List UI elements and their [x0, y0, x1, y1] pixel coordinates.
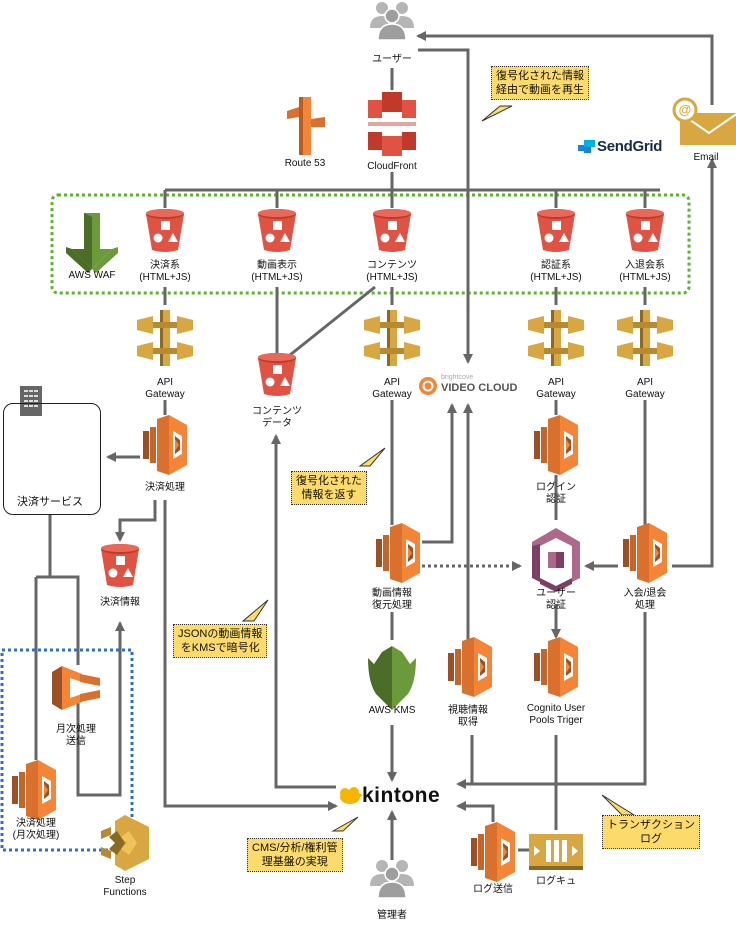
- label-lambda-video-restore: 動画情報 復元処理: [372, 588, 412, 611]
- brightcove-icon: [419, 377, 437, 395]
- api-gateway-icon-1: [137, 310, 193, 366]
- label-s3-content-data: コンテンツ データ: [252, 406, 302, 429]
- label-lambda-member: 入会/退会 処理: [623, 588, 667, 611]
- s3-bucket-icon-auth: [537, 209, 575, 252]
- note-json-kms: JSONの動画情報 をKMSで暗号化: [173, 624, 268, 658]
- step-functions-icon: [101, 815, 149, 871]
- connectors: [34, 31, 717, 860]
- s3-bucket-icon-content: [373, 209, 411, 252]
- sendgrid-icon: [578, 140, 595, 153]
- api-gateway-icon-2: [364, 310, 420, 366]
- label-s3-payment-info: 決済情報: [100, 597, 140, 608]
- s3-bucket-icon-member: [626, 209, 664, 252]
- label-cloudfront: CloudFront: [367, 161, 417, 172]
- label-route53: Route 53: [284, 158, 326, 169]
- route53-icon: [287, 97, 325, 155]
- payment-service-box: [3, 403, 101, 515]
- label-apigw-2: API Gateway: [372, 377, 412, 400]
- label-ecs-monthly: 月次処理 送信: [56, 724, 96, 747]
- sendgrid-logo: SendGrid: [597, 138, 663, 155]
- api-gateway-icon-4: [617, 310, 673, 366]
- note-playback: 復号化された情報 経由で動画を再生: [491, 66, 589, 100]
- lambda-icon-view: [448, 637, 492, 697]
- lambda-icon-log: [471, 822, 515, 882]
- label-s3-payment: 決済系 (HTML+JS): [139, 260, 191, 283]
- svg-text:@: @: [679, 102, 692, 117]
- building-icon: [20, 386, 42, 416]
- label-email: Email: [693, 152, 719, 163]
- ecs-icon: [52, 666, 100, 710]
- step-functions-group-border: [0, 648, 134, 852]
- note-decrypted: 復号化された 情報を返す: [291, 471, 367, 505]
- label-kms: AWS KMS: [368, 705, 416, 716]
- s3-bucket-icon-content-data: [258, 353, 296, 396]
- lambda-icon-login: [534, 415, 578, 475]
- label-sqs-log: ログキュ: [536, 876, 576, 887]
- label-s3-content: コンテンツ (HTML+JS): [366, 260, 418, 283]
- label-admin: 管理者: [377, 910, 407, 921]
- cognito-icon: [532, 528, 580, 592]
- label-cognito: ユーザー 認証: [536, 588, 576, 611]
- label-lambda-log: ログ送信: [473, 884, 513, 895]
- label-lambda-view: 視聴情報 取得: [448, 705, 488, 728]
- label-video-cloud: VIDEO CLOUD: [441, 382, 518, 394]
- kintone-cloud-icon: [340, 787, 363, 804]
- waf-icon: [66, 213, 118, 273]
- label-apigw-4: API Gateway: [625, 377, 665, 400]
- label-payment-service: 決済サービス: [17, 496, 83, 508]
- admin-users-icon: [369, 859, 415, 899]
- label-user: ユーザー: [372, 54, 412, 65]
- label-waf: AWS WAF: [68, 270, 116, 281]
- lambda-icon-payment: [143, 415, 187, 475]
- label-brightcove: brightcove: [441, 374, 474, 381]
- api-gateway-icon-3: [528, 310, 584, 366]
- note-pointers: [241, 105, 636, 832]
- label-step-functions: Step Functions: [103, 875, 147, 898]
- label-cognito-trigger: Cognito User Pools Triger: [526, 703, 586, 726]
- lambda-icon-monthly: [12, 760, 56, 820]
- note-cms: CMS/分析/権利管 理基盤の実現: [247, 838, 343, 872]
- kms-icon: [368, 646, 416, 710]
- label-apigw-3: API Gateway: [536, 377, 576, 400]
- label-lambda-monthly: 決済処理 (月次処理): [12, 818, 60, 841]
- lambda-icon-video-restore: [376, 523, 420, 583]
- cloudfront-icon: [368, 92, 416, 156]
- note-transaction: トランザクション ログ: [602, 815, 700, 849]
- label-s3-video: 動画表示 (HTML+JS): [251, 260, 303, 283]
- lambda-icon-member: [623, 523, 667, 583]
- label-apigw-1: API Gateway: [145, 377, 185, 400]
- label-s3-member: 入退会系 (HTML+JS): [619, 260, 671, 283]
- lambda-icon-cognito-trigger: [534, 637, 578, 697]
- users-icon: [369, 1, 415, 41]
- sqs-icon: [529, 834, 583, 870]
- label-lambda-payment: 決済処理: [145, 482, 185, 493]
- label-s3-auth: 認証系 (HTML+JS): [530, 260, 582, 283]
- waf-group-border: [50, 193, 691, 295]
- s3-bucket-icon-payment-info: [101, 544, 139, 587]
- s3-bucket-icon-video: [258, 209, 296, 252]
- s3-bucket-icon-payment: [146, 209, 184, 252]
- kintone-logo: kintone: [362, 784, 441, 807]
- label-lambda-login: ログイン 認証: [536, 482, 576, 505]
- email-icon: @: [672, 97, 736, 145]
